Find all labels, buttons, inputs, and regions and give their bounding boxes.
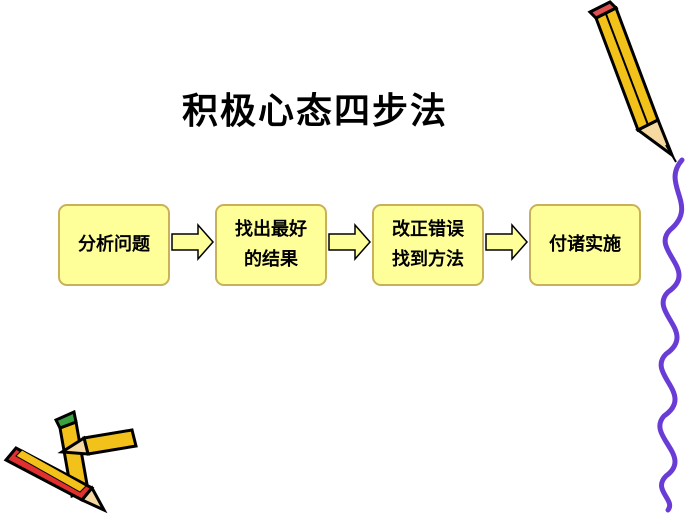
step-box-3: 改正错误 找到方法 — [372, 204, 484, 286]
arrow-right-icon — [328, 223, 372, 261]
step-box-4: 付诸实施 — [529, 204, 641, 286]
step-box-1: 分析问题 — [58, 204, 170, 286]
arrow-right-icon — [485, 223, 529, 261]
step-3-line-1: 改正错误 — [392, 219, 464, 240]
squiggle-line — [657, 157, 685, 513]
step-2-line-1: 找出最好 — [235, 219, 307, 240]
step-3-line-2: 找到方法 — [392, 249, 464, 270]
crossed-pencils-icon — [3, 409, 138, 514]
step-1-line-1: 分析问题 — [78, 234, 150, 255]
arrow-right-icon — [171, 223, 215, 261]
pencil-icon — [587, 0, 677, 163]
step-box-2: 找出最好 的结果 — [215, 204, 327, 286]
page-title: 积极心态四步法 — [181, 91, 448, 132]
step-2-line-2: 的结果 — [244, 249, 298, 270]
step-4-line-1: 付诸实施 — [549, 234, 621, 255]
